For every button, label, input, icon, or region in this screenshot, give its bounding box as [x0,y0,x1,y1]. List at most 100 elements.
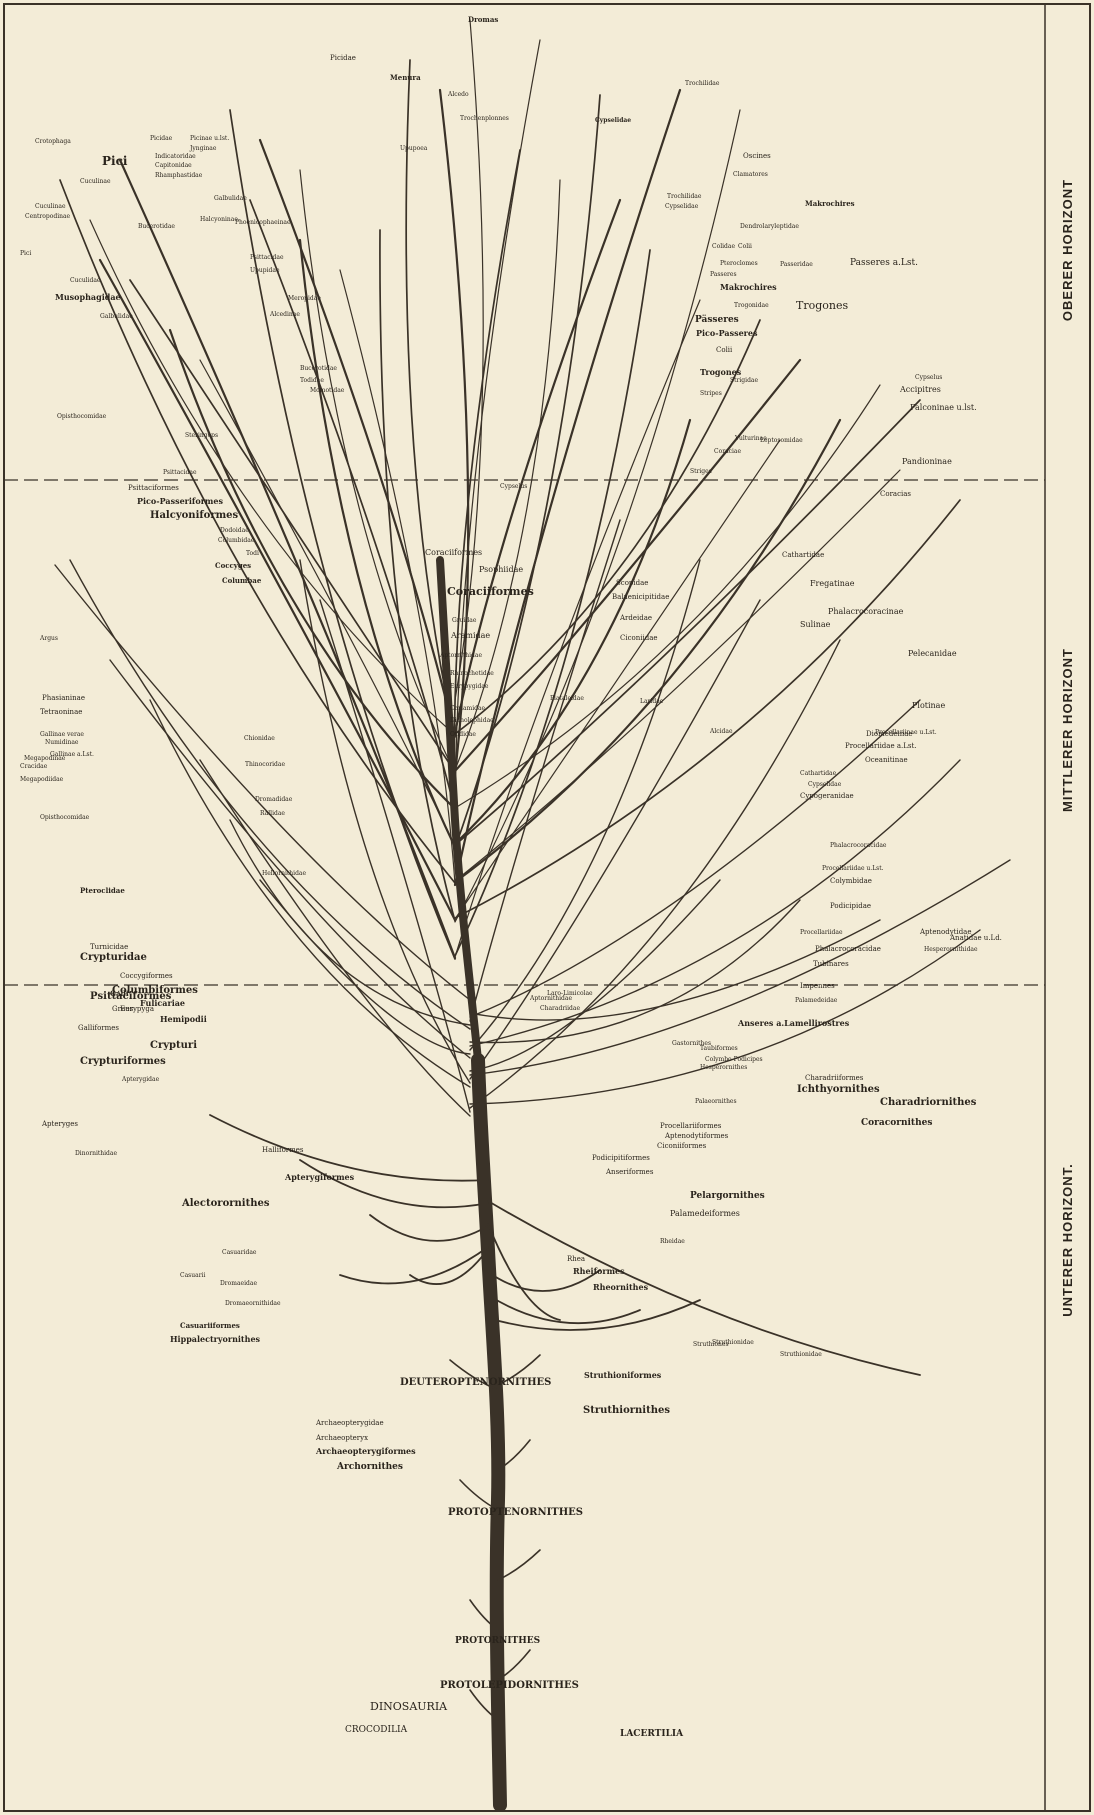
upper-left-label: Meropidae [288,295,321,302]
tree-branch [210,1115,488,1181]
tree-branch [120,160,455,958]
lower-right-label: Ciconiiformes [657,1142,707,1150]
upper-right-label: Strigidae [730,377,758,384]
middle-center-label: Aramidae [450,631,490,640]
lower-left-label: Apterygiformes [284,1172,355,1182]
upper-right-label: Trogones [700,367,742,377]
upper-right-label: Cypselus [500,483,527,490]
middle-left-label: Coccygiformes [120,972,173,980]
lower-right-label: Rheornithes [593,1282,649,1292]
lower-left-label: Galliformes [78,1024,119,1032]
upper-right-label: Pässeres [695,314,739,325]
lower-right-label: Charadriornithes [880,1097,977,1108]
base-label: PROTOPTENORNITHES [448,1507,583,1518]
lower-right-label: Hesperornithes [700,1064,747,1071]
middle-right-label: Oceanitinae [865,756,908,764]
upper-left-label: Upupidae [250,267,280,274]
base-label: Archaeopterygiformes [315,1446,416,1456]
upper-right-label: Passeridae [780,261,813,268]
lower-right-label: Anseres a.Lamellirostres [737,1018,850,1028]
tree-branch [470,930,980,1104]
pici-upper-label: Cypselidae [595,117,631,124]
upper-left-label: Rhamphastidae [155,172,203,179]
middle-center-label: Coraciiformes [425,548,482,557]
middle-center-label: Scopidae [616,579,648,587]
middle-center-label: Coraciiformes [447,585,534,598]
upper-left-label: Crotophaga [35,138,71,145]
middle-right-label: Pelecanidae [908,649,957,658]
horizon-upper-label: OBERER HORIZONT [1060,179,1075,321]
lower-left-label: Hippalectryornithes [170,1334,261,1344]
middle-left-label: Tetraoninae [40,708,82,716]
lower-right-label: Rheiformes [573,1266,625,1276]
upper-left-label: Phoenicophaeinae [235,219,291,226]
lower-right-label: Palaeornithes [695,1098,737,1105]
middle-left-label: Cracidae [20,763,48,770]
upper-left-label: Cuculinae [80,178,111,185]
middle-center-label: Ardeidae [619,614,652,622]
middle-center-label: Laridae [640,698,664,705]
lower-left-label: Halliformes [262,1146,304,1154]
upper-right-label: Cypselidae [665,203,699,210]
upper-left-label: Todidae [300,377,324,384]
pici-upper-label: Trochilidae [685,80,720,87]
upper-right-label: Trogones [796,299,848,312]
lower-left-label: Dinornithidae [75,1150,117,1157]
base-label: Archaeopterygidae [315,1419,384,1427]
horizon-lower-label: UNTERER HORIZONT. [1060,1163,1075,1317]
tree-branch [455,500,960,918]
lower-right-label: Rheidae [660,1238,685,1245]
middle-right-label: Plotinae [912,701,945,710]
upper-left-label: Bucerotidae [138,223,175,230]
tree-branch [470,600,760,1079]
upper-right-label: Stripes [700,390,722,397]
upper-left-label: Opisthocomidae [57,413,107,420]
lower-left-label: Dromaeornithidae [225,1300,281,1307]
upper-left-label: Picidae [150,135,173,142]
lower-right-label: Taubiformes [700,1045,738,1052]
middle-right-label: Anatidae u.Ld. [949,934,1002,942]
tree-branch [455,470,900,881]
upper-right-label: Colii [738,243,752,250]
lower-left-label: Dromaeidae [220,1280,257,1287]
pici-upper-label: Alcedo [447,91,469,98]
tree-branch [90,220,455,735]
middle-left-label: Opisthocomidae [40,814,90,821]
upper-left-label: Jynginae [189,145,217,152]
base-label: LACERTILIA [620,1729,684,1739]
upper-left-label: Halcyoninae [200,216,238,223]
middle-center-label: Aptornithidae [439,652,482,659]
middle-center-label: Ciconiidae [620,634,658,642]
lower-right-label: Impennes [800,982,835,990]
lower-left-label: Columbiformes [112,985,198,996]
lower-right-label: Procellariiformes [660,1122,722,1130]
upper-right-label: Trogonidae [734,302,769,309]
middle-center-label: Laro-Limicolae [547,990,593,997]
middle-center-label: Chionidae [244,735,275,742]
upper-left-label: Psittacidae [250,254,284,261]
lower-right-label: Palamedeiformes [670,1209,740,1218]
upper-left-label: Picinae u.lst. [190,135,229,142]
upper-left-label: Galbulidae [100,313,133,320]
middle-left-label: Gallinae verae [40,731,84,738]
middle-right-label: Phalacrocoracidae [830,842,887,849]
upper-left-label: Cuculinae [35,203,66,210]
middle-right-label: Procellariidae a.Lst. [845,742,917,750]
middle-center-label: Alcidae [709,728,733,735]
page-frame [4,4,1090,1811]
lower-left-label: Casuariiformes [180,1321,240,1330]
horizon-middle-label: MITTLERER HORIZONT [1060,648,1075,812]
middle-center-label: Rhinochetidae [450,670,494,677]
middle-right-label: Phalacrocoracidae [815,945,881,953]
upper-right-label: Coraciae [714,448,742,455]
lower-left-label: Casuaridae [222,1249,257,1256]
lower-right-label: Struthionidae [780,1351,822,1358]
upper-left-label: Momotidae [310,387,345,394]
upper-right-label: Accipitres [899,385,941,394]
lower-left-label: Apteryges [41,1120,78,1128]
lower-right-label: Aptenodytiformes [664,1132,729,1140]
upper-left-label: Centropodinae [25,213,71,220]
tree-branch [60,180,455,883]
tree-branch [250,200,455,810]
top-center-label: Dromas [468,15,498,24]
